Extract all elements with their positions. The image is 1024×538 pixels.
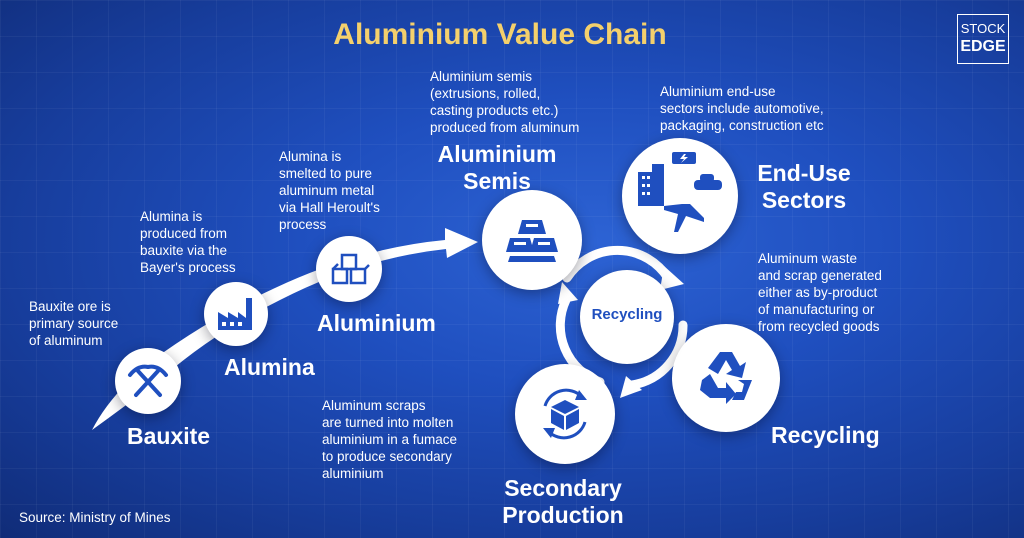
- logo-line-2: EDGE: [960, 38, 1006, 55]
- box-cycle-icon: [543, 388, 587, 440]
- pickaxe-icon: [128, 364, 168, 397]
- recycling-label: Recycling: [771, 422, 880, 448]
- recycle-icon: [700, 352, 752, 404]
- stockedge-logo: STOCK EDGE: [957, 14, 1009, 64]
- semis-label: Aluminium Semis: [437, 141, 557, 194]
- alumina-description: Alumina is produced from bauxite via the…: [140, 209, 236, 275]
- gold-bars-icon: [506, 220, 558, 262]
- alumina-circle: [204, 282, 268, 346]
- semis-circle: [482, 190, 582, 290]
- bauxite-label: Bauxite: [127, 423, 211, 449]
- value-chain-arrow: [92, 228, 478, 430]
- center-recycling-label: Recycling: [591, 306, 663, 323]
- recycling-description: Aluminum waste and scrap generated eithe…: [758, 251, 882, 334]
- bauxite-description: Bauxite ore is primary source of aluminu…: [29, 299, 119, 348]
- cycle-arrowheads: [558, 266, 684, 398]
- end-use-label: End-Use Sectors: [757, 160, 851, 213]
- page-title: Aluminium Value Chain: [333, 18, 667, 51]
- secondary-description: Aluminum scraps are turned into molten a…: [322, 398, 458, 481]
- sectors-icon: [638, 152, 722, 232]
- end-use-description: Aluminium end-use sectors include automo…: [660, 84, 824, 133]
- aluminium-description: Alumina is smelted to pure aluminum meta…: [279, 149, 380, 232]
- recycling-circle: [672, 324, 780, 432]
- factory-icon: [218, 298, 252, 330]
- metal-blocks-icon: [331, 253, 370, 285]
- source-note: Source: Ministry of Mines: [19, 510, 171, 525]
- logo-line-1: STOCK: [960, 21, 1006, 36]
- center-circle: [580, 270, 674, 364]
- secondary-label: Secondary Production: [502, 475, 624, 528]
- semis-description: Aluminium semis (extrusions, rolled, cas…: [430, 69, 580, 135]
- aluminium-label: Aluminium: [317, 310, 436, 336]
- alumina-label: Alumina: [224, 354, 315, 380]
